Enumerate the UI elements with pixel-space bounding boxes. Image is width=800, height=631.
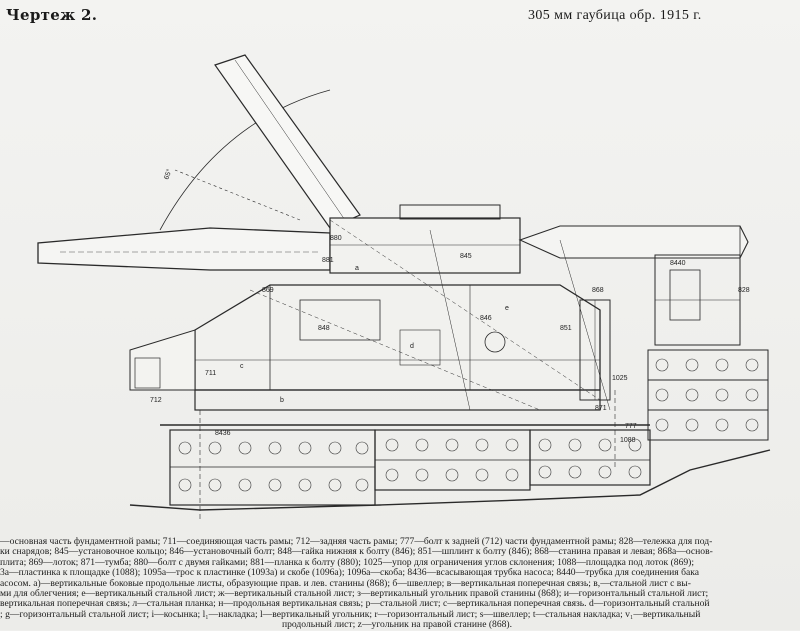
part-label: 846: [480, 315, 492, 322]
part-label: d: [410, 343, 414, 350]
page-subtitle: 305 мм гаубица обр. 1915 г.: [528, 8, 702, 23]
caption-line: ми для облегчения; е—вертикальный стальн…: [0, 589, 709, 600]
page-title: Чертеж 2.: [6, 6, 98, 24]
part-label: 711: [205, 370, 216, 377]
part-labels: 828 711 712 777 845 846 848 851 868 869 871 880 881 1…: [150, 235, 750, 444]
part-label: c: [240, 363, 244, 370]
part-label: 851: [560, 325, 572, 332]
part-label: 828: [738, 287, 750, 294]
caption-line: плита; 869—лоток; 871—тумба; 880—болт с …: [0, 557, 695, 568]
part-label: 869: [262, 287, 274, 294]
caption-line: ; g—горизонтальный стальной лист; i—косы…: [0, 609, 701, 620]
technical-drawing: 65° 828 711 712 777 845 846 848 851 868 869 871 880…: [37, 54, 771, 520]
caption-line: асосом. а)—вертикальные боковые продольн…: [0, 578, 691, 589]
part-label: a: [355, 265, 359, 272]
part-label: 1025: [612, 375, 628, 382]
part-label: 1088: [620, 437, 636, 444]
part-label: 8436: [215, 430, 231, 437]
part-label: 845: [460, 253, 472, 260]
part-label: b: [280, 397, 284, 404]
caption: —основная часть фундаментной рамы; 711—с…: [0, 537, 794, 631]
part-label: 712: [150, 397, 162, 404]
part-label: 880: [330, 235, 342, 242]
part-label: 868: [592, 287, 604, 294]
caption-line: —основная часть фундаментной рамы; 711—с…: [0, 537, 713, 547]
part-label: 8440: [670, 260, 686, 267]
part-label: 871: [595, 405, 607, 412]
part-label: e: [505, 305, 509, 312]
caption-line: 3а—пластинка к площадке (1088); 1095а—тр…: [0, 568, 700, 579]
part-label: 777: [625, 423, 637, 430]
caption-line: ки снарядов; 845—установочное кольцо; 84…: [0, 547, 713, 558]
caption-line: вертикальная поперечная связь; л—стальна…: [0, 599, 710, 610]
part-label: 881: [322, 257, 334, 264]
angle-mark: 65°: [162, 168, 173, 181]
part-label: 848: [318, 325, 330, 332]
caption-line: продольный лист; z—угольник на правой ст…: [281, 620, 513, 631]
